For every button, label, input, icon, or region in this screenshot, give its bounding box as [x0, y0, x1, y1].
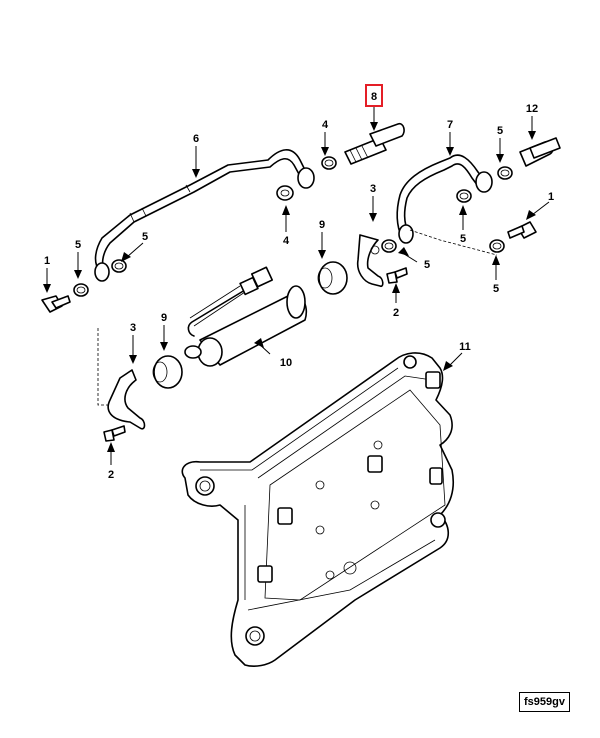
callout-5: 5 — [142, 231, 148, 243]
callout-labels: 1 5 5 6 4 4 8 7 5 12 3 9 5 1 5 5 2 3 9 1… — [44, 84, 554, 481]
insulators — [152, 261, 348, 389]
callout-1: 1 — [44, 255, 50, 267]
callout-9: 9 — [319, 219, 325, 231]
callout-10: 10 — [280, 357, 292, 369]
callout-3: 3 — [370, 183, 376, 195]
callout-9: 9 — [161, 312, 167, 324]
bolts — [41, 221, 537, 442]
fuel-line-right — [396, 154, 493, 244]
assembly-lines — [97, 229, 498, 406]
callout-1: 1 — [548, 191, 554, 203]
fuel-pump — [184, 266, 308, 367]
fitting-8 — [344, 122, 405, 165]
callout-8: 8 — [371, 91, 377, 103]
callout-3: 3 — [130, 322, 136, 334]
callout-8-highlight — [365, 84, 383, 107]
callout-2: 2 — [108, 469, 114, 481]
callout-5: 5 — [493, 283, 499, 295]
leader-arrows — [43, 107, 550, 465]
brackets — [107, 234, 384, 430]
callout-5: 5 — [75, 239, 81, 251]
callout-2: 2 — [393, 307, 399, 319]
fitting-12 — [519, 137, 561, 167]
callout-11: 11 — [459, 341, 471, 353]
callout-4: 4 — [283, 235, 290, 247]
reference-code-label: fs959gv — [519, 692, 570, 712]
washers — [73, 156, 513, 297]
callout-5: 5 — [497, 125, 503, 137]
callout-4: 4 — [322, 119, 329, 131]
callout-6: 6 — [193, 133, 199, 145]
mounting-plate — [181, 352, 455, 667]
fuel-line-left — [94, 149, 315, 282]
callout-5: 5 — [460, 233, 466, 245]
callout-5: 5 — [424, 259, 430, 271]
callout-12: 12 — [526, 103, 538, 115]
callout-7: 7 — [447, 119, 453, 131]
